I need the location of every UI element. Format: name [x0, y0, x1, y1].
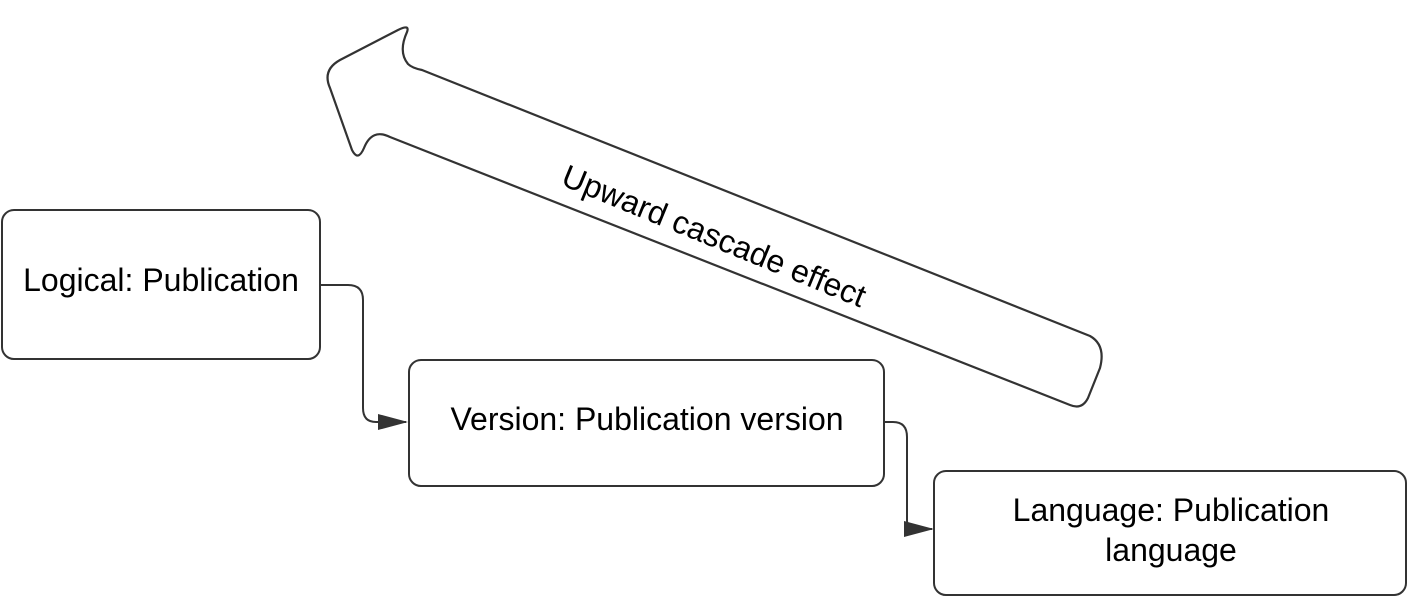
- node-label: Version: Publication version: [450, 401, 843, 437]
- node-label: Logical: Publication: [23, 262, 299, 298]
- node-label-line-1: Language: Publication: [1013, 492, 1330, 528]
- block-arrow-shape: [326, 26, 1103, 408]
- node-box: [1, 209, 321, 360]
- connector-version-to-language: [884, 421, 934, 537]
- node-logical-publication[interactable]: Logical: Publication: [1, 209, 321, 360]
- node-box: [933, 470, 1407, 596]
- node-label-line-2: language: [1105, 532, 1237, 568]
- node-box: [408, 359, 885, 487]
- upward-cascade-arrow: Upward cascade effect: [326, 26, 1103, 408]
- node-version-publication-version[interactable]: Version: Publication version: [408, 359, 885, 487]
- node-language-publication-language[interactable]: Language: Publication language: [933, 470, 1407, 596]
- connector-logical-to-version: [320, 284, 408, 430]
